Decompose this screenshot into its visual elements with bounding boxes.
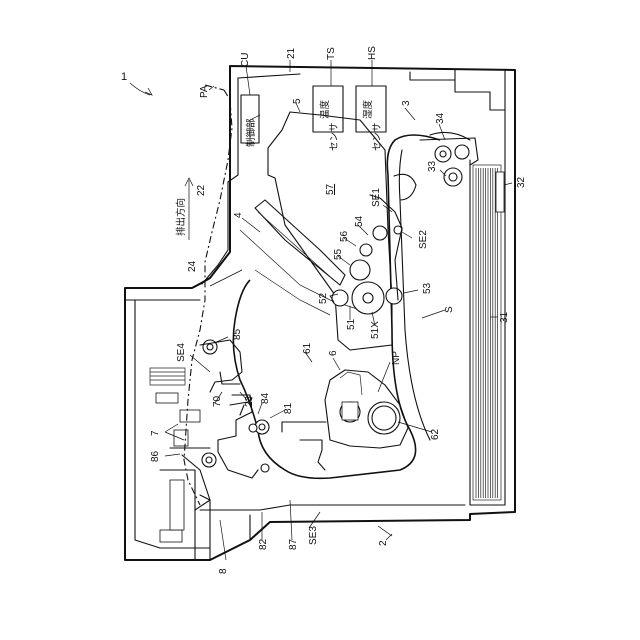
- label-cu: CU: [240, 53, 251, 67]
- label-55: 55: [333, 248, 344, 260]
- paper-cassette: [473, 165, 504, 500]
- label-70: 70: [212, 395, 223, 407]
- label-61: 61: [302, 342, 313, 354]
- label-54: 54: [354, 215, 365, 227]
- label-7: 7: [150, 430, 161, 436]
- control-unit-label: 制御部: [245, 118, 257, 147]
- label-se1: SE1: [371, 188, 382, 207]
- label-8: 8: [218, 568, 229, 574]
- label-np: NP: [391, 351, 402, 365]
- label-53: 53: [422, 282, 433, 294]
- label-86: 86: [150, 450, 161, 462]
- label-32: 32: [516, 176, 527, 188]
- discharge-direction-label: 排出方向: [175, 198, 187, 236]
- label-1: 1: [121, 71, 127, 83]
- label-24: 24: [187, 260, 198, 272]
- fixing-unit: [282, 370, 408, 470]
- label-se2: SE2: [418, 230, 429, 249]
- humidity-sensor-label-2: センサ: [372, 122, 383, 151]
- label-6: 6: [328, 350, 339, 356]
- label-22: 22: [196, 184, 207, 196]
- label-pa: PA: [199, 85, 210, 98]
- label-21: 21: [286, 47, 297, 59]
- box-texts: 制御部 温度 センサ 湿度 センサ: [245, 99, 383, 151]
- discharge-path: [184, 85, 232, 505]
- label-2: 2: [378, 540, 389, 546]
- temp-sensor-label-1: 温度: [319, 99, 331, 119]
- label-31: 31: [499, 311, 510, 323]
- label-62: 62: [430, 428, 441, 440]
- label-4: 4: [233, 212, 244, 218]
- label-3: 3: [401, 100, 412, 106]
- label-57: 57: [325, 183, 336, 195]
- label-ts: TS: [326, 47, 337, 60]
- label-se3: SE3: [308, 526, 319, 545]
- label-87: 87: [288, 538, 299, 550]
- label-34: 34: [435, 112, 446, 124]
- label-52: 52: [318, 292, 329, 304]
- humidity-sensor-label-1: 湿度: [362, 99, 374, 119]
- feed-rollers: [420, 132, 478, 186]
- label-se4: SE4: [176, 343, 187, 362]
- label-hs: HS: [367, 46, 378, 60]
- label-56: 56: [339, 230, 350, 242]
- label-82: 82: [258, 538, 269, 550]
- label-51x: 51X: [370, 321, 381, 339]
- label-s: S: [444, 306, 455, 313]
- label-23: 23: [244, 395, 255, 407]
- label-5: 5: [292, 98, 303, 104]
- temp-sensor-label-2: センサ: [329, 122, 340, 151]
- label-81: 81: [283, 402, 294, 414]
- discharge-direction: 排出方向: [175, 178, 193, 240]
- label-51: 51: [346, 318, 357, 330]
- label-33: 33: [427, 160, 438, 172]
- label-85: 85: [232, 328, 243, 340]
- label-84: 84: [260, 392, 271, 404]
